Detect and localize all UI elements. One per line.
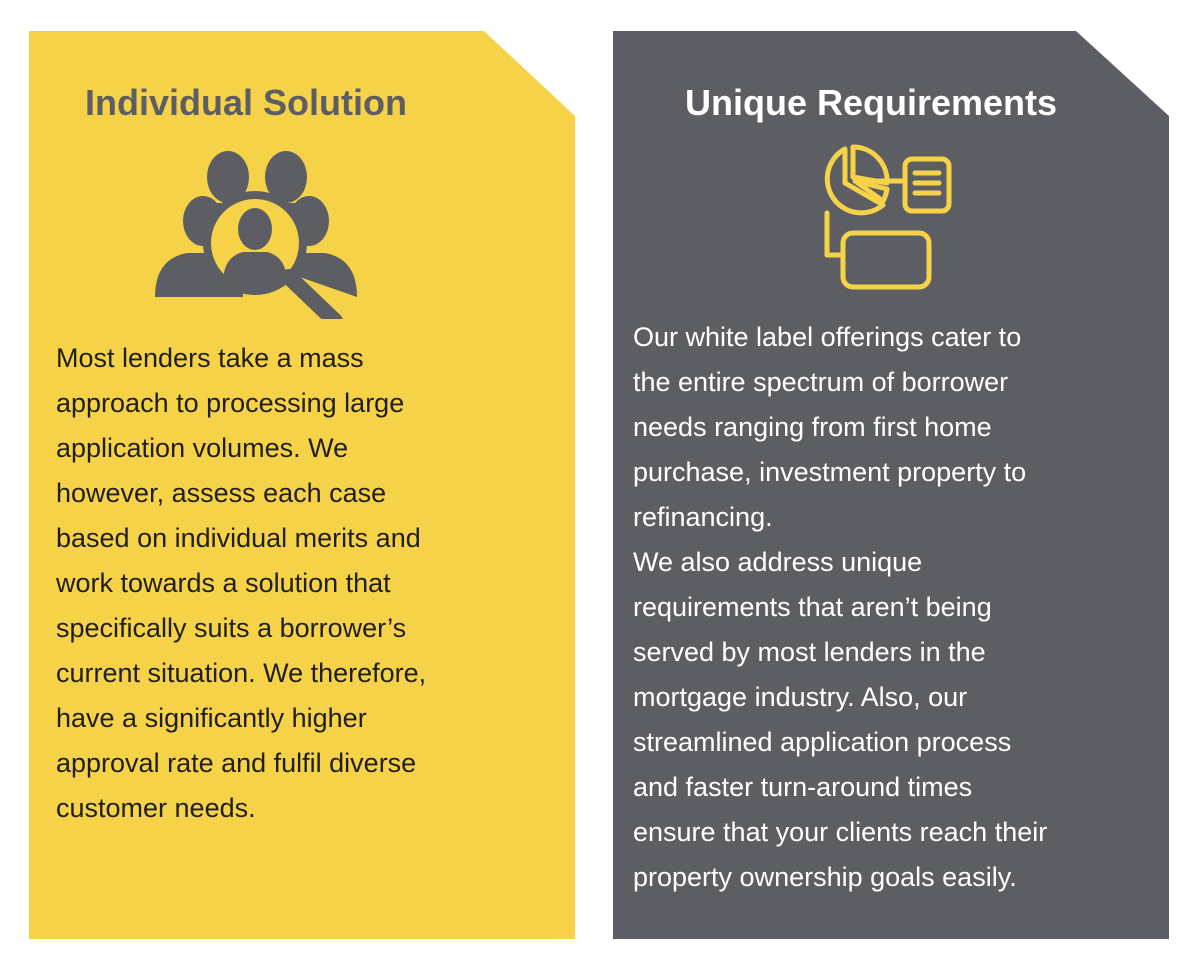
unique-line: We also address unique	[633, 547, 923, 577]
individual-line: customer needs.	[56, 793, 256, 823]
unique-line: needs ranging from first home	[633, 412, 992, 442]
unique-line: ensure that your clients reach their	[633, 817, 1048, 847]
unique-line: mortgage industry. Also, our	[633, 682, 968, 712]
individual-line: application volumes. We	[56, 433, 349, 463]
unique-line: requirements that aren’t being	[633, 592, 992, 622]
unique-line: the entire spectrum of borrower	[633, 367, 1009, 397]
individual-line: work towards a solution that	[56, 568, 391, 598]
individual-line: Most lenders take a mass	[56, 343, 364, 373]
individual-line: specifically suits a borrower’s	[56, 613, 407, 643]
unique-requirements-text: Our white label offerings cater to the e…	[633, 315, 1163, 900]
individual-line: approval rate and fulfil diverse	[56, 748, 417, 778]
pie-chart-document-icon	[824, 144, 952, 290]
unique-line: property ownership goals easily.	[633, 862, 1017, 892]
individual-line: current situation. We therefore,	[56, 658, 427, 688]
individual-solution-title: Individual Solution	[85, 82, 407, 123]
individual-solution-text: Most lenders take a mass approach to pro…	[56, 336, 556, 831]
unique-line: and faster turn-around times	[633, 772, 973, 802]
individual-line: approach to processing large	[56, 388, 405, 418]
unique-line: purchase, investment property to	[633, 457, 1027, 487]
people-magnifier-icon	[155, 151, 357, 319]
unique-line: served by most lenders in the	[633, 637, 986, 667]
unique-requirements-card: Unique Requirements Our white label offe…	[613, 31, 1169, 939]
unique-line: streamlined application process	[633, 727, 1012, 757]
unique-line: Our white label offerings cater to	[633, 322, 1022, 352]
individual-line: based on individual merits and	[56, 523, 421, 553]
individual-solution-card: Individual Solution Most lenders take a …	[29, 31, 575, 939]
individual-line: have a significantly higher	[56, 703, 367, 733]
individual-line: however, assess each case	[56, 478, 387, 508]
unique-requirements-title: Unique Requirements	[684, 82, 1058, 123]
unique-line: refinancing.	[633, 502, 773, 532]
